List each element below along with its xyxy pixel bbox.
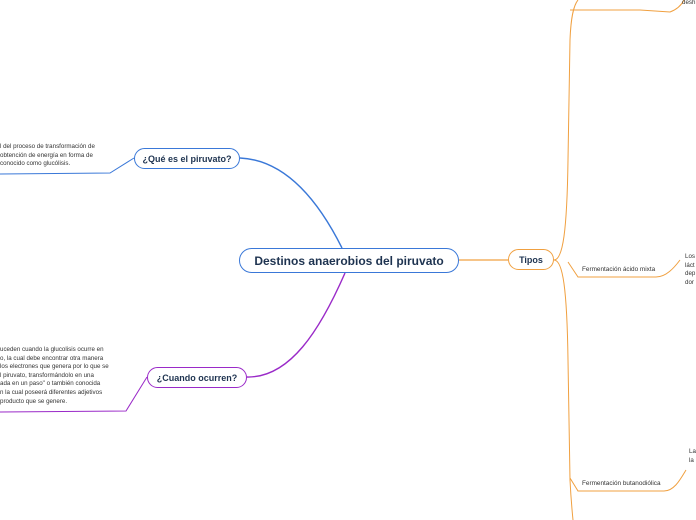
text-line: láct (685, 261, 695, 269)
sub-1-description: desh (682, 0, 695, 8)
text-line: conocido como glucólisis. (0, 160, 71, 168)
text-line: desh (682, 0, 696, 6)
text-line: uceden cuando la glucolisis ocurre en (0, 346, 104, 353)
underline-piruvato (0, 157, 135, 175)
subtopic-fermentacion-acido-mixta[interactable]: Fermentación ácido mixta (582, 266, 656, 273)
connector-root-piruvato (239, 157, 343, 249)
connector-root-cuando (246, 272, 346, 378)
text-line: l del proceso de transformación de (0, 143, 95, 150)
root-node[interactable]: Destinos anaerobios del piruvato (239, 248, 459, 273)
text-line: Los (685, 253, 695, 260)
branch-sub-1 (570, 0, 685, 13)
piruvato-description: l del proceso de transformación de obten… (0, 143, 95, 169)
sub-3-description: La la (689, 448, 696, 465)
text-line: dor (685, 278, 694, 286)
text-line: la (689, 456, 694, 464)
text-line: ada en un paso" o también conocida (0, 380, 101, 388)
underline-cuando (0, 376, 148, 413)
branch-sub-3 (569, 469, 687, 492)
text-line: obtención de energía en forma de (0, 151, 93, 159)
topic-tipos[interactable]: Tipos (508, 249, 554, 270)
text-line: los electrones que genera por lo que se (0, 363, 109, 371)
text-line: La (689, 448, 696, 455)
text-line: producto que se genere. (0, 397, 68, 405)
sub-2-description: Los láct dep dor (685, 253, 695, 287)
trunk-tipos-up (553, 0, 579, 261)
cuando-description: uceden cuando la glucolisis ocurre en o,… (0, 346, 109, 406)
subtopic-fermentacion-butanodiolica[interactable]: Fermentación butanodiólica (582, 480, 661, 487)
trunk-tipos-down (553, 259, 574, 520)
text-line: o, la cual debe encontrar otra manera (0, 354, 104, 362)
branch-sub-2 (567, 259, 681, 278)
text-line: l piruvato, transformándolo en una (0, 371, 94, 379)
text-line: dep (685, 270, 696, 278)
topic-cuando-ocurren[interactable]: ¿Cuando ocurren? (147, 367, 247, 388)
text-line: n la cual poseerá diferentes adjetivos (0, 388, 103, 396)
topic-que-es-el-piruvato[interactable]: ¿Qué es el piruvato? (134, 148, 240, 169)
